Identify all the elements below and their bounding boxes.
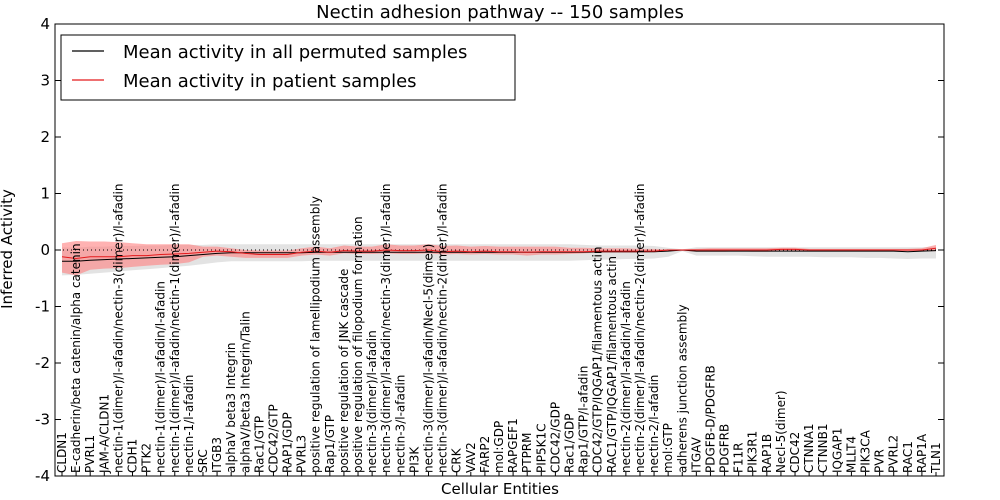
category-label: PTPRM — [520, 433, 534, 474]
category-label: JAM-A/CLDN1 — [97, 394, 111, 474]
category-label: Rap1/GTP/l-afadin — [577, 366, 591, 473]
category-label: Rap1/GTP — [323, 415, 337, 473]
category-label: RAPGEF1 — [506, 418, 520, 473]
category-label: ITGAV — [689, 436, 703, 473]
category-label: positive regulation of lamellipodium ass… — [309, 196, 323, 473]
category-label: CTNNA1 — [802, 423, 816, 473]
category-label: mol:GTP — [661, 423, 675, 473]
category-label: PVRL1 — [83, 435, 97, 473]
category-label: RAP1A — [915, 433, 929, 473]
category-label: RAP1/GDP — [281, 412, 295, 473]
permuted-mean-line — [62, 249, 937, 262]
category-label: PVR — [873, 449, 887, 473]
series-line-layer — [61, 247, 937, 262]
chart-title: Nectin adhesion pathway -- 150 samples — [316, 2, 684, 23]
legend: Mean activity in all permuted samples Me… — [60, 34, 516, 101]
category-label: nectin-1/l-afadin — [182, 375, 196, 473]
category-label: nectin-1(dimer)/l-afadin/nectin-1(dimer)… — [168, 184, 182, 473]
category-label: PDGFB-D/PDGFRB — [704, 365, 718, 473]
category-label: nectin-3(dimer)/l-afadin/Necl-5(dimer) — [422, 244, 436, 473]
category-label: FARP2 — [478, 436, 492, 473]
category-label: RAP1B — [760, 434, 774, 473]
y-tick-label: 4 — [40, 15, 50, 33]
category-label: RAC1 — [901, 441, 915, 473]
category-label: PIP5K1C — [534, 423, 548, 473]
category-label: CLDN1 — [55, 432, 69, 473]
category-label: ITGB3 — [210, 437, 224, 473]
category-label: nectin-1(dimer)/l-afadin/nectin-3(dimer)… — [111, 184, 125, 473]
legend-box — [60, 34, 516, 101]
y-axis: -4 -3 -2 -1 0 1 2 3 4 — [35, 15, 944, 485]
category-label: Necl-5(dimer) — [774, 390, 788, 473]
category-label: VAV2 — [464, 442, 478, 473]
category-label: PDGFRB — [718, 424, 732, 473]
category-label: CDH1 — [126, 439, 140, 473]
category-label: RAC1/GTP/IQGAP1/filamentous actin — [605, 256, 619, 473]
category-label: CDC42 — [788, 432, 802, 473]
category-label: adherens junction assembly — [675, 304, 689, 473]
category-label: CDC42/GTP — [267, 404, 281, 473]
y-tick-label: 2 — [40, 128, 50, 146]
category-label: nectin-2(dimer)/l-afadin/l-afadin — [619, 281, 633, 473]
category-label: nectin-3(dimer)/l-afadin/nectin-3(dimer)… — [379, 184, 393, 473]
category-label: nectin-3(dimer)/l-afadin/nectin-2(dimer)… — [436, 184, 450, 473]
y-tick-label: -3 — [35, 411, 50, 429]
category-label: CDC42/GDP — [548, 402, 562, 473]
category-label: PVRL3 — [295, 435, 309, 473]
category-label: PTK2 — [140, 443, 154, 473]
category-label: positive regulation of filopodium format… — [351, 216, 365, 473]
y-tick-label: -1 — [35, 298, 50, 316]
category-label: nectin-3/l-afadin — [393, 375, 407, 473]
y-tick-label: 1 — [40, 185, 50, 203]
category-label: CDC42/GTP/IQGAP1/filamentous actin — [591, 247, 605, 473]
category-label: mol:GDP — [492, 421, 506, 473]
category-label: MLLT4 — [844, 436, 858, 473]
category-label: PI3K — [407, 446, 421, 473]
y-axis-label: Inferred Activity — [0, 189, 16, 309]
category-label: nectin-1(dimer)/l-afadin/l-afadin — [154, 281, 168, 473]
category-label: positive regulation of JNK cascade — [337, 269, 351, 473]
y-tick-label: 3 — [40, 72, 50, 90]
category-label: PVRL2 — [887, 435, 901, 473]
category-label: nectin-2(dimer)/l-afadin/nectin-2(dimer)… — [633, 184, 647, 473]
category-label: PIK3R1 — [746, 431, 760, 473]
legend-label-permuted: Mean activity in all permuted samples — [123, 42, 467, 63]
category-label: E-cadherin/beta catenin/alpha catenin — [69, 243, 83, 473]
category-label: F11R — [732, 442, 746, 473]
legend-label-patient: Mean activity in patient samples — [123, 71, 417, 92]
category-label: SRC — [196, 449, 210, 473]
category-label: nectin-3(dimer)/l-afadin — [365, 330, 379, 473]
y-tick-label: -2 — [35, 354, 50, 372]
y-tick-label: 0 — [40, 241, 50, 259]
category-label: CTNNB1 — [816, 423, 830, 473]
category-label: PIK3CA — [859, 429, 873, 473]
category-label: alphaV/beta3 Integrin/Talin — [238, 311, 252, 473]
x-axis-label: Cellular Entities — [441, 480, 559, 498]
category-label: IQGAP1 — [830, 428, 844, 473]
category-label: TLN1 — [929, 442, 943, 474]
patient-mean-line — [61, 247, 937, 260]
category-label: CRK — [450, 447, 464, 473]
category-label: Rac1/GDP — [563, 414, 577, 473]
category-label: alphaV beta3 Integrin — [224, 342, 238, 473]
y-tick-label: -4 — [35, 467, 50, 485]
category-label: nectin-2/l-afadin — [647, 375, 661, 473]
category-label: Rac1/GTP — [252, 416, 266, 473]
